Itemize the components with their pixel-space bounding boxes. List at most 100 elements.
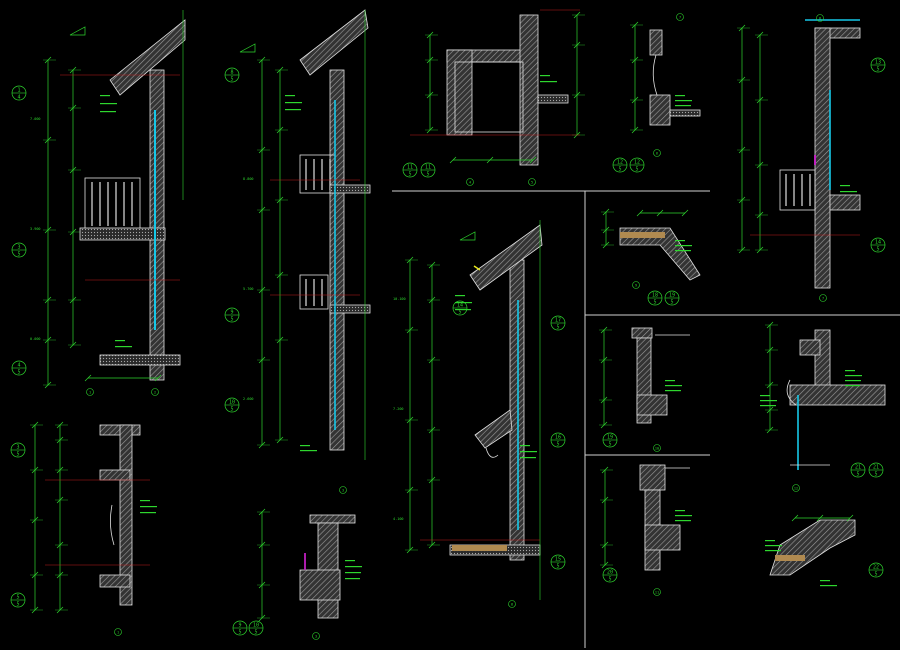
index-sheet: 5: [238, 630, 241, 636]
detail1-annotation: [100, 95, 110, 97]
axis-label: 1: [117, 631, 119, 635]
detail2-annotation: [285, 109, 301, 111]
index-sheet: 5: [653, 300, 656, 306]
detail1b-index-1: 35: [10, 442, 26, 458]
level-text: 7.200: [393, 407, 404, 411]
axis-circle: [653, 588, 661, 596]
axis-label: 5: [531, 181, 533, 185]
axis-circle: [676, 13, 684, 21]
detail9-index-2: 215: [868, 462, 884, 478]
axis-circle: [114, 628, 122, 636]
detail9-annotation: [760, 395, 770, 397]
index-sheet: 5: [426, 172, 429, 178]
detail1-axis-b: 2: [151, 388, 159, 396]
detail8a-top: [631, 327, 653, 339]
index-number: 8: [230, 70, 233, 76]
detail1-annotation: [115, 340, 125, 342]
detail1-index-3: 45: [11, 360, 27, 376]
axis-label: 7: [679, 16, 681, 20]
axis-label: 1: [89, 391, 91, 395]
index-sheet: 5: [670, 300, 673, 306]
detail7-annotation: [675, 250, 691, 252]
index-number: 17: [555, 318, 561, 324]
axis-circle: [653, 149, 661, 157]
axis-circle: [632, 281, 640, 289]
detail1-dims-outer: [43, 56, 56, 389]
detail9-annotation: [760, 400, 777, 402]
index-sheet: 5: [254, 630, 257, 636]
detail10-annotation: [765, 540, 775, 542]
detail3-bottom-dim: [449, 156, 537, 164]
detail5-index-2: 145: [870, 237, 886, 253]
detail7-index-2: 195: [664, 290, 680, 306]
detail2-roof-eave: [299, 9, 369, 76]
axis-label: 2: [154, 391, 156, 395]
detail9-annotation: [845, 380, 861, 382]
axis-label: 4: [469, 181, 471, 185]
dimension-tick: [816, 514, 824, 522]
detail9-wall: [814, 329, 831, 391]
detail6-yellow-mark: [473, 265, 481, 271]
detail1-annotation: [100, 111, 116, 113]
detail4-top: [649, 29, 663, 56]
detail7-axis: 9: [632, 281, 640, 289]
detail1-wall: [149, 69, 165, 381]
detail4-annotation: [675, 95, 685, 97]
detail2b-index-1: 95: [232, 620, 248, 636]
detail2b-cornice: [309, 514, 356, 524]
index-sheet: 5: [856, 472, 859, 478]
index-number: 4: [17, 363, 20, 369]
axis-circle: [466, 178, 474, 186]
axis-label: 6: [656, 152, 658, 156]
axis-circle: [151, 388, 159, 396]
detail6-dims-inner: [427, 261, 440, 549]
detail10-cornice: [769, 519, 856, 576]
detail10-finish: [775, 555, 805, 561]
index-number: 14: [875, 240, 881, 246]
slope-marker: [69, 26, 86, 36]
detail4-floor: [669, 109, 701, 117]
detail4-annotation: [675, 105, 691, 107]
detail-drawings: 7.0003.9000.0008.8005.7002.60010.1007.20…: [30, 9, 886, 622]
detail6-index-17: 175: [550, 315, 566, 331]
detail2b-annotation: [345, 566, 362, 568]
index-number: 22: [873, 565, 879, 571]
detail8a-annotation: [665, 385, 682, 387]
index-sheet: 5: [16, 452, 19, 458]
detail2b-index-2: 105: [248, 620, 264, 636]
detail9-slab: [789, 384, 886, 406]
detail5-wall: [814, 27, 831, 289]
detail8a-dims: [599, 326, 612, 429]
detail6-annotation: [455, 309, 471, 311]
index-number: 19: [669, 293, 675, 299]
dimension-tick: [846, 514, 854, 522]
detail1-floor-slab: [99, 354, 181, 366]
detail8b-annotation: [675, 510, 685, 512]
dimension-tick: [154, 374, 162, 382]
detail8b-index: 205: [602, 567, 618, 583]
axis-circle: [653, 444, 661, 452]
detail1-dims-inner: [68, 66, 81, 349]
index-sheet: 5: [874, 572, 877, 578]
detail2b-annotation: [345, 560, 355, 562]
level-text: 7.000: [30, 117, 41, 121]
detail5-axis: 7: [819, 294, 827, 302]
detail1-index-1: 14: [11, 85, 27, 101]
index-number: 20: [607, 570, 613, 576]
index-sheet: 5: [608, 442, 611, 448]
index-number: 1: [17, 88, 20, 94]
index-sheet: 5: [230, 77, 233, 83]
level-text: 0.000: [30, 337, 41, 341]
axis-circle: [528, 178, 536, 186]
detail3-axis-b: 5: [528, 178, 536, 186]
detail2-dims-inner: [275, 66, 288, 444]
dimension-tick: [791, 514, 799, 522]
detail3-index-1: 115: [402, 162, 418, 178]
detail1b-axis: 1: [114, 628, 122, 636]
detail4-axis: 6: [653, 149, 661, 157]
detail8a-sill: [636, 394, 668, 416]
dimension-tick: [529, 156, 537, 164]
detail10-annotation: [765, 545, 782, 547]
